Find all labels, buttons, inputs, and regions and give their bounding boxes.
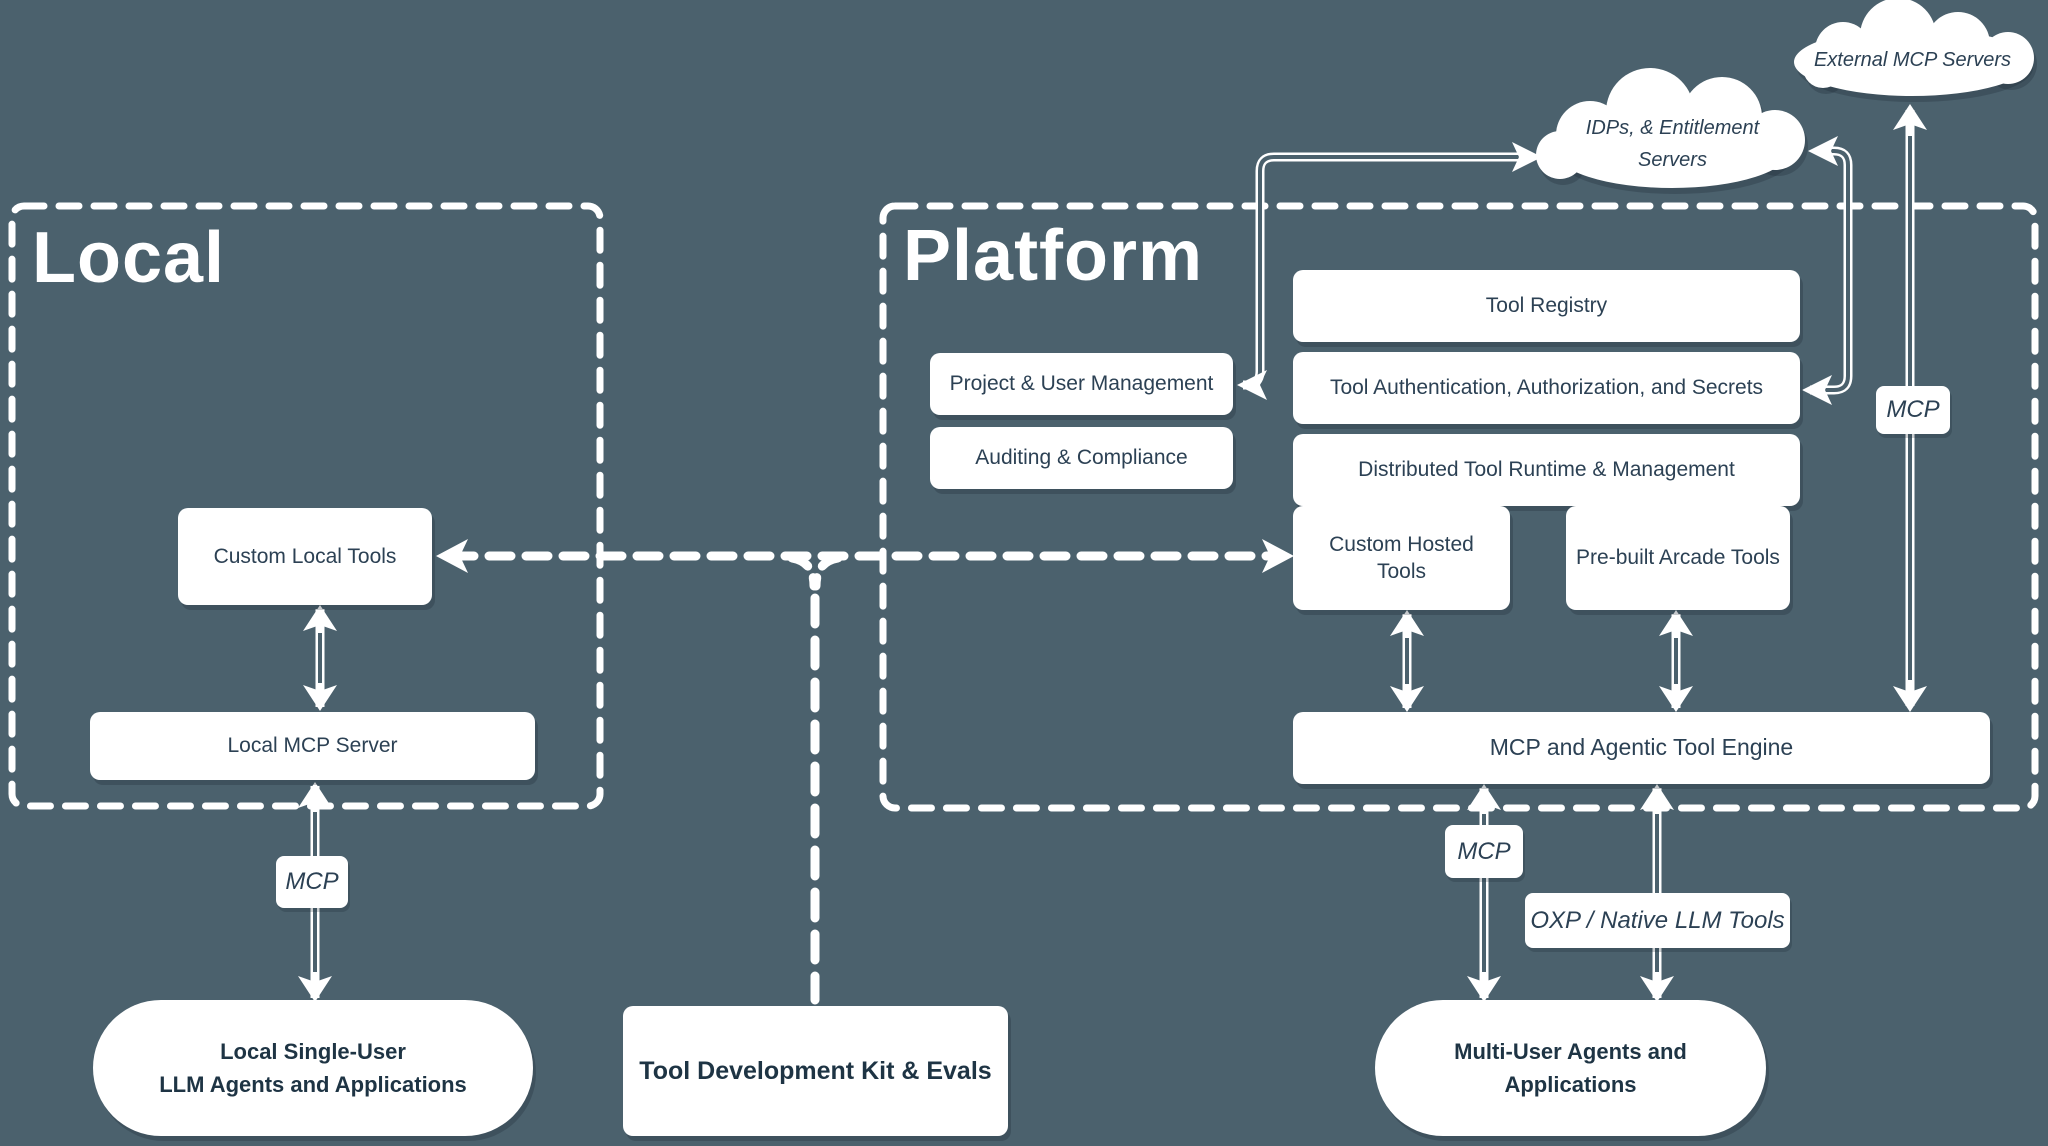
node-tool-development-kit: Tool Development Kit & Evals bbox=[623, 1006, 1008, 1136]
arrow-hosted-engine bbox=[1390, 610, 1424, 712]
edge-label-oxp: OXP / Native LLM Tools bbox=[1525, 893, 1790, 948]
node-tool-authentication: Tool Authentication, Authorization, and … bbox=[1293, 352, 1800, 424]
arrow-customlocal-localserver bbox=[303, 605, 337, 711]
edge-label-local-mcp: MCP bbox=[276, 856, 348, 908]
arrowhead-left-icon bbox=[436, 539, 468, 573]
multi-user-agents-line2: Applications bbox=[1504, 1072, 1637, 1097]
edge-label-platform-mcp: MCP bbox=[1445, 825, 1523, 878]
edge-label-external-mcp: MCP bbox=[1876, 386, 1950, 434]
idps-cloud-label-line2: Servers bbox=[1638, 149, 1707, 171]
arrowhead-left-icon bbox=[1237, 370, 1267, 400]
arrowhead-right-icon bbox=[1262, 539, 1294, 573]
local-agents-line2: LLM Agents and Applications bbox=[159, 1072, 467, 1097]
arrowhead-left-icon bbox=[1808, 136, 1838, 166]
external-mcp-cloud bbox=[1794, 0, 2037, 102]
multi-user-agents-line1: Multi-User Agents and bbox=[1454, 1039, 1687, 1064]
node-local-mcp-server: Local MCP Server bbox=[90, 712, 535, 780]
node-multi-user-agents: Multi-User Agents and Applications bbox=[1375, 1000, 1766, 1136]
idps-cloud-label: IDPs, & Entitlement Servers bbox=[1555, 112, 1790, 176]
arrowhead-right-icon bbox=[1512, 142, 1542, 172]
node-mcp-agentic-tool-engine: MCP and Agentic Tool Engine bbox=[1293, 712, 1990, 784]
platform-group-title: Platform bbox=[903, 216, 1204, 296]
node-distributed-runtime: Distributed Tool Runtime & Management bbox=[1293, 434, 1800, 506]
idps-cloud bbox=[1536, 68, 1808, 194]
node-prebuilt-arcade-tools: Pre-built Arcade Tools bbox=[1566, 506, 1790, 610]
idps-cloud-label-line1: IDPs, & Entitlement bbox=[1585, 117, 1760, 139]
local-group-border bbox=[8, 202, 604, 810]
arrowhead-left-icon bbox=[1802, 375, 1832, 405]
local-agents-line1: Local Single-User bbox=[220, 1039, 406, 1064]
local-group-title: Local bbox=[32, 218, 226, 298]
node-custom-hosted-tools: Custom Hosted Tools bbox=[1293, 506, 1510, 610]
connector-project-idps bbox=[1237, 142, 1542, 400]
connector-auth-idps bbox=[1802, 136, 1853, 405]
node-tool-registry: Tool Registry bbox=[1293, 270, 1800, 342]
dashed-tools-connector bbox=[436, 539, 1294, 1005]
node-auditing-compliance: Auditing & Compliance bbox=[930, 427, 1233, 489]
external-mcp-cloud-label: External MCP Servers bbox=[1813, 49, 2012, 71]
node-project-user-management: Project & User Management bbox=[930, 353, 1233, 415]
node-custom-local-tools: Custom Local Tools bbox=[178, 508, 432, 605]
node-local-single-user-agents: Local Single-User LLM Agents and Applica… bbox=[93, 1000, 533, 1136]
arrow-prebuilt-engine bbox=[1659, 610, 1693, 712]
platform-group-border bbox=[879, 202, 2039, 812]
arrow-engine-multiuser-mcp bbox=[1467, 784, 1501, 1002]
